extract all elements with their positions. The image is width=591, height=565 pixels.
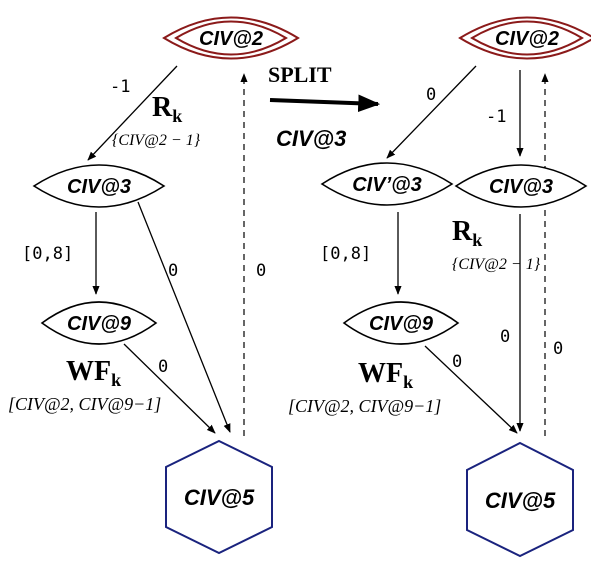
- left-edge-label-top-to-mid: -1: [110, 77, 130, 97]
- right-r-annotation: Rk: [452, 216, 482, 250]
- left-node-bottom-label: CIV@5: [184, 485, 255, 510]
- right-node-top-label: CIV@2: [495, 28, 559, 50]
- right-back-edge-label: 0: [553, 339, 563, 359]
- left-node-top-label: CIV@2: [199, 28, 263, 50]
- left-node-top: CIV@2: [162, 16, 300, 60]
- split-transformation: SPLIT CIV@3: [268, 62, 381, 151]
- left-node-bottom: CIV@5: [165, 439, 273, 555]
- left-edge-label-low-to-bottom: 0: [158, 357, 168, 377]
- right-edge-label-top-to-mid-right: -1: [486, 107, 506, 127]
- left-node-low-label: CIV@9: [67, 313, 132, 335]
- right-graph: CIV@2 CIV’@3 CIV@3 CIV@9 CIV@5 0 -1 [0,8…: [288, 16, 591, 558]
- right-r-set: {CIV@2 − 1}: [452, 256, 541, 273]
- left-edge-top-to-mid: [87, 65, 178, 161]
- left-r-annotation: Rk: [152, 92, 182, 126]
- split-target-label: CIV@3: [276, 126, 346, 151]
- right-node-low: CIV@9: [342, 301, 460, 345]
- left-edge-mid-to-bottom: [137, 201, 231, 433]
- left-edge-low-to-bottom: [123, 343, 216, 434]
- left-node-mid: CIV@3: [32, 164, 166, 208]
- right-edge-label-top-to-mid-left: 0: [426, 85, 436, 105]
- left-edge-label-mid-to-bottom: 0: [168, 261, 178, 281]
- left-node-mid-label: CIV@3: [67, 176, 131, 198]
- right-edge-label-mid-left-to-low: [0,8]: [320, 244, 371, 264]
- right-edge-low-to-bottom: [424, 345, 518, 434]
- right-wf-annotation: WFk: [358, 358, 413, 392]
- right-edge-label-low-to-bottom: 0: [452, 352, 462, 372]
- left-wf-annotation: WFk: [66, 356, 121, 390]
- right-node-top: CIV@2: [458, 16, 591, 60]
- left-graph: CIV@2 CIV@3 CIV@9 CIV@5 -1 [0,8] 0 0 0 R…: [8, 16, 300, 555]
- right-node-mid-left: CIV’@3: [320, 162, 454, 206]
- right-edge-label-mid-right-to-bottom: 0: [500, 327, 510, 347]
- right-node-mid-right-label: CIV@3: [489, 176, 553, 198]
- right-node-low-label: CIV@9: [369, 313, 434, 335]
- split-label: SPLIT: [268, 62, 332, 87]
- right-edge-top-to-mid-left: [386, 65, 477, 159]
- right-node-bottom: CIV@5: [466, 441, 574, 558]
- right-wf-set: [CIV@2, CIV@9−1]: [288, 396, 441, 416]
- left-edge-label-mid-to-low: [0,8]: [22, 244, 73, 264]
- right-node-mid-right: CIV@3: [454, 164, 588, 208]
- left-r-set: {CIV@2 − 1}: [112, 132, 201, 149]
- right-node-bottom-label: CIV@5: [485, 488, 556, 513]
- right-node-mid-left-label: CIV’@3: [352, 174, 422, 196]
- left-back-edge-label: 0: [256, 261, 266, 281]
- left-wf-set: [CIV@2, CIV@9−1]: [8, 394, 161, 414]
- split-arrow: [269, 94, 381, 113]
- left-node-low: CIV@9: [40, 301, 158, 345]
